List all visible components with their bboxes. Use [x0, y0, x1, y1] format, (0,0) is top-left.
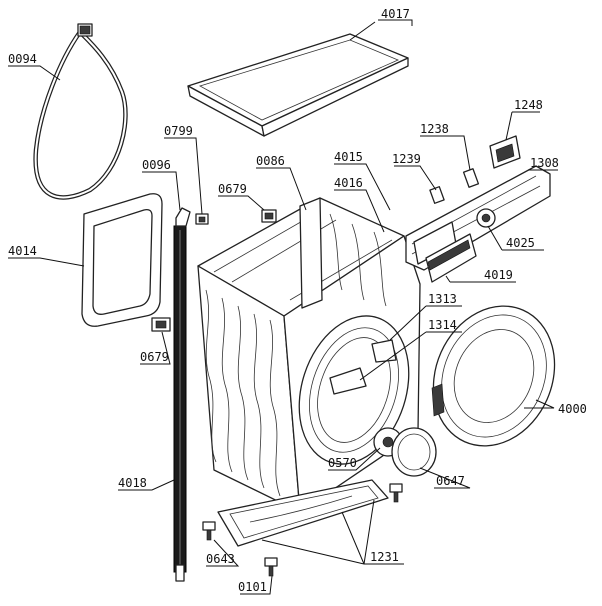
label-0570: 0570: [328, 456, 357, 470]
foot-rear: [389, 483, 403, 503]
detergent-drawer-4019: [425, 233, 477, 283]
label-1314: 1314: [428, 318, 457, 332]
label-0086: 0086: [256, 154, 285, 168]
base-frame-1231: [217, 479, 389, 547]
clip-0679-upper: [261, 209, 277, 223]
label-1248: 1248: [514, 98, 543, 112]
label-0679-upper: 0679: [218, 182, 247, 196]
button-1238: [462, 168, 480, 188]
label-4019: 4019: [484, 268, 513, 282]
leader-lines: [8, 19, 558, 595]
label-4018: 4018: [118, 476, 147, 490]
drum-opening: [298, 315, 410, 465]
label-1239: 1239: [392, 152, 421, 166]
label-0101: 0101: [238, 580, 267, 594]
label-4014: 4014: [8, 244, 37, 258]
label-0679-lower: 0679: [140, 350, 169, 364]
label-1231: 1231: [370, 550, 399, 564]
inlet-hose-0094: [33, 23, 128, 200]
label-4015: 4015: [334, 150, 363, 164]
clip-0799: [195, 213, 209, 225]
module-1248: [489, 135, 521, 169]
label-1308: 1308: [530, 156, 559, 170]
button-1239: [429, 186, 445, 204]
label-4017: 4017: [381, 7, 410, 21]
door-4000: [431, 305, 556, 447]
label-0094: 0094: [8, 52, 37, 66]
label-1238: 1238: [420, 122, 449, 136]
label-0096: 0096: [142, 158, 171, 172]
drain-hose-4018: [173, 207, 191, 582]
label-0643: 0643: [206, 552, 235, 566]
clip-0679-lower: [151, 317, 171, 332]
foot-0101: [264, 557, 278, 577]
label-0647: 0647: [436, 474, 465, 488]
top-cover-4017: [187, 33, 409, 137]
foot-0643: [202, 521, 216, 541]
window-panel-4014: [81, 193, 163, 327]
label-4000: 4000: [558, 402, 587, 416]
filter-cover-0647: [391, 427, 437, 477]
knob-4025: [476, 208, 496, 228]
label-0799: 0799: [164, 124, 193, 138]
label-4025: 4025: [506, 236, 535, 250]
label-1313: 1313: [428, 292, 457, 306]
part-labels: 4017 0094 1248 1238 0799 0086 4015 1239 …: [8, 7, 587, 594]
label-4016: 4016: [334, 176, 363, 190]
